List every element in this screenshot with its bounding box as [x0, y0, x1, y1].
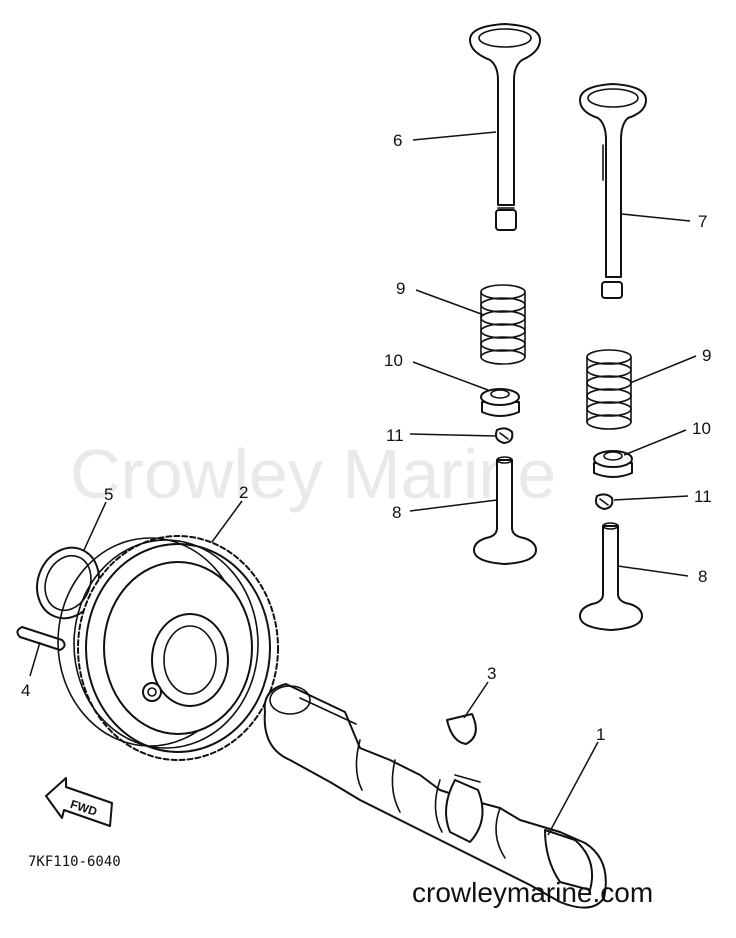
callout-11-left: 11	[386, 426, 404, 445]
callout-8-right: 8	[698, 567, 707, 586]
exhaust-valve	[579, 83, 647, 299]
watermark-text: Crowley Marine	[70, 435, 556, 513]
callout-9-left: 9	[396, 279, 405, 298]
callout-11-right: 11	[694, 487, 712, 506]
callout-labels: 6 7 9 9 10 10 11 11 8 8 5 2 4 3 1	[21, 131, 712, 744]
callout-7: 7	[698, 212, 707, 231]
valve-keeper-right	[594, 493, 614, 510]
valve-spring-right	[586, 349, 632, 430]
valve-lifter-left	[473, 456, 537, 565]
camshaft	[263, 683, 607, 909]
callout-2: 2	[239, 483, 248, 502]
valve-spring-left	[480, 284, 526, 365]
valve-lifter-right	[579, 522, 643, 631]
spring-retainer-left	[480, 388, 520, 417]
callout-4: 4	[21, 681, 30, 700]
forward-direction-arrow: FWD	[45, 777, 113, 827]
callout-6: 6	[393, 131, 402, 150]
callout-3: 3	[487, 664, 496, 683]
callout-9-right: 9	[702, 346, 711, 365]
callout-10-right: 10	[692, 419, 711, 438]
website-text: crowleymarine.com	[412, 877, 653, 908]
leader-lines	[29, 131, 697, 836]
dowel-pin	[16, 626, 66, 651]
callout-1: 1	[596, 725, 605, 744]
intake-valve	[469, 23, 541, 231]
callout-10-left: 10	[384, 351, 403, 370]
drawing-code: 7KF110-6040	[28, 854, 121, 870]
spring-retainer-right	[593, 450, 633, 478]
cam-gear	[57, 535, 279, 761]
callout-5: 5	[104, 485, 113, 504]
woodruff-key	[446, 713, 477, 745]
callout-8-left: 8	[392, 503, 401, 522]
valve-keeper-left	[494, 427, 514, 444]
